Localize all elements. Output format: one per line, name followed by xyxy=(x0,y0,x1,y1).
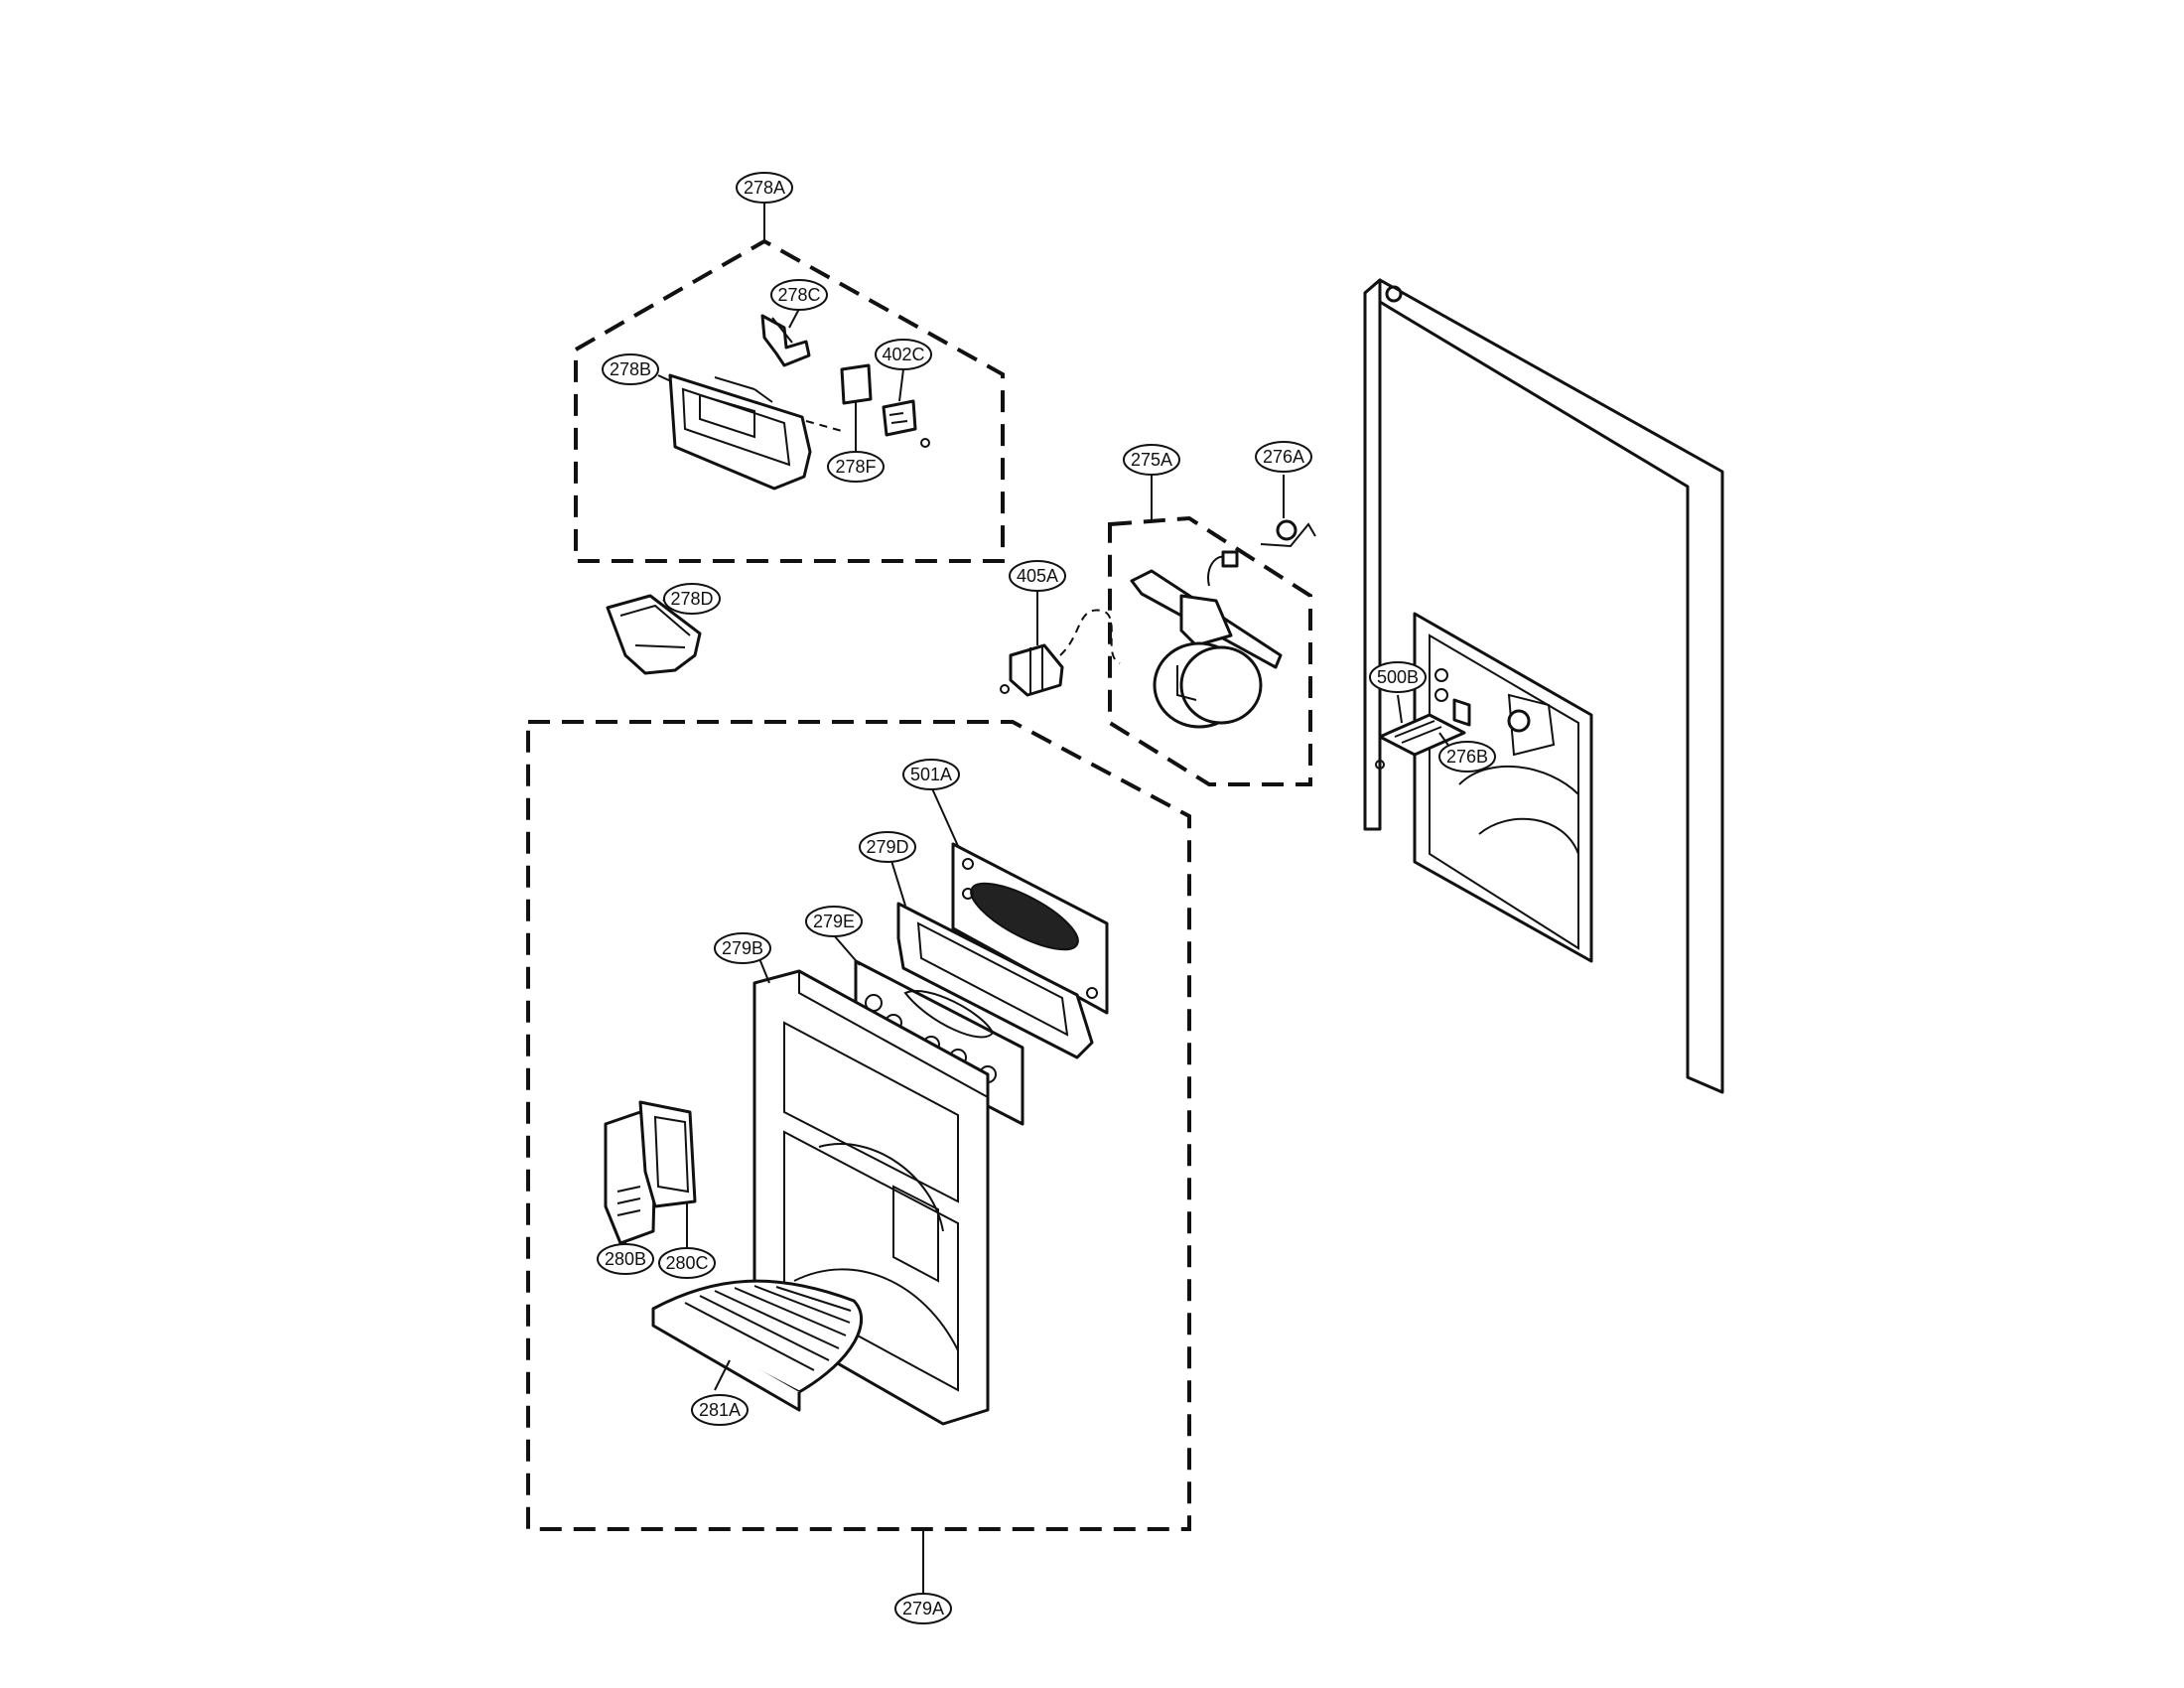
svg-text:281A: 281A xyxy=(699,1400,741,1420)
callout-500B: 500B xyxy=(1369,661,1427,693)
callout-275A: 275A xyxy=(1123,444,1180,476)
callout-280C: 280C xyxy=(658,1247,716,1279)
callout-279A: 279A xyxy=(894,1593,952,1624)
callout-278B: 278B xyxy=(602,353,659,385)
svg-text:276B: 276B xyxy=(1446,747,1488,767)
svg-text:276A: 276A xyxy=(1263,447,1304,467)
svg-text:278C: 278C xyxy=(777,285,820,305)
svg-text:278B: 278B xyxy=(610,359,651,379)
svg-text:279E: 279E xyxy=(813,912,855,931)
svg-text:279A: 279A xyxy=(902,1599,944,1618)
group-278A-outline xyxy=(574,238,1005,563)
svg-text:279B: 279B xyxy=(722,938,763,958)
svg-text:500B: 500B xyxy=(1377,667,1419,687)
callout-278A: 278A xyxy=(736,172,793,204)
part-279D-frame xyxy=(887,847,1094,1059)
part-405A-solenoid xyxy=(1000,590,1121,697)
svg-text:279D: 279D xyxy=(866,837,908,857)
callout-402C: 402C xyxy=(875,339,932,370)
callout-276B: 276B xyxy=(1438,741,1496,773)
svg-text:402C: 402C xyxy=(882,345,924,364)
part-278F-pad xyxy=(805,363,873,452)
callout-280B: 280B xyxy=(597,1243,654,1275)
callout-276A: 276A xyxy=(1255,441,1312,473)
part-500B-board xyxy=(1375,694,1471,770)
group-275A xyxy=(1108,475,1316,786)
part-402C-switch xyxy=(882,368,930,448)
callout-279B: 279B xyxy=(714,932,771,964)
svg-text:280C: 280C xyxy=(665,1253,708,1273)
svg-text:278D: 278D xyxy=(670,589,713,609)
part-280C-bracket xyxy=(638,1100,697,1247)
group-275A-outline xyxy=(1108,515,1312,786)
callout-279D: 279D xyxy=(859,831,916,863)
svg-text:501A: 501A xyxy=(910,765,952,784)
svg-text:405A: 405A xyxy=(1017,566,1058,586)
callout-405A: 405A xyxy=(1009,560,1066,592)
part-278B-housing xyxy=(657,373,812,491)
part-501A-plate xyxy=(930,785,1109,1015)
part-278C-bracket xyxy=(760,308,811,367)
callout-279E: 279E xyxy=(805,906,863,937)
svg-text:275A: 275A xyxy=(1131,450,1172,470)
svg-text:278A: 278A xyxy=(744,178,785,198)
svg-text:280B: 280B xyxy=(605,1249,646,1269)
part-275A-motor xyxy=(1130,550,1283,729)
part-281A-tray xyxy=(651,1279,864,1412)
part-door xyxy=(1363,278,1724,1094)
callout-278C: 278C xyxy=(770,279,828,311)
part-276A-spring xyxy=(1260,475,1316,548)
callout-501A: 501A xyxy=(902,759,960,790)
group-278A xyxy=(574,203,1005,563)
callout-281A: 281A xyxy=(691,1394,749,1426)
callout-278F: 278F xyxy=(827,451,885,483)
callout-278D: 278D xyxy=(663,583,721,615)
group-279A xyxy=(526,720,1191,1594)
svg-text:278F: 278F xyxy=(835,457,876,477)
